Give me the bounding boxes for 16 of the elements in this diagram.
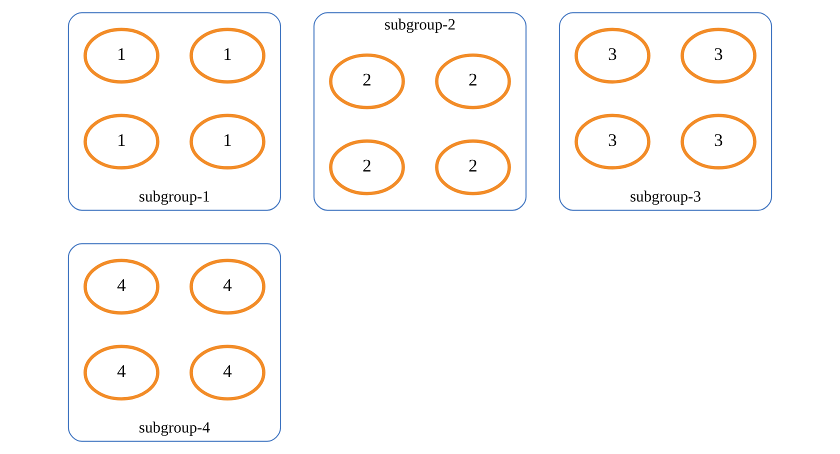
node-ellipse: 2 xyxy=(435,53,511,110)
node-ellipse: 4 xyxy=(84,344,160,401)
node-ellipse: 3 xyxy=(574,28,650,84)
node-ellipse: 3 xyxy=(574,114,650,170)
node-ellipse: 2 xyxy=(329,139,405,196)
node-ellipse: 2 xyxy=(329,53,405,110)
node-ellipse: 2 xyxy=(435,139,511,196)
node-ellipse: 4 xyxy=(190,344,266,401)
node-ellipse: 3 xyxy=(680,28,756,84)
node-ellipse: 4 xyxy=(84,258,160,315)
node-ellipse: 1 xyxy=(190,28,266,84)
node-ellipse: 1 xyxy=(84,28,160,84)
node-ellipse: 1 xyxy=(84,114,160,170)
node-ellipse: 3 xyxy=(680,114,756,170)
node-ellipse: 4 xyxy=(190,258,266,315)
node-ellipse: 1 xyxy=(190,114,266,170)
